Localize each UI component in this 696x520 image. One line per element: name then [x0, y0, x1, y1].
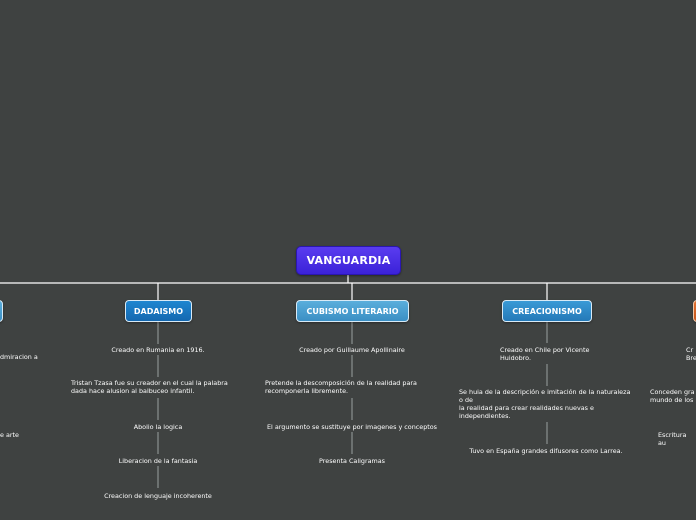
- leaf-dadaismo-3[interactable]: Abolio la logica: [133, 423, 183, 431]
- leaf-creacionismo-2[interactable]: Se huia de la descripción e imitación de…: [459, 388, 631, 420]
- root-label: VANGUARDIA: [306, 254, 391, 267]
- branch-label: CUBISMO LITERARIO: [306, 306, 399, 316]
- branch-node-cubismo-literario[interactable]: CUBISMO LITERARIO: [296, 300, 409, 322]
- leaf-cubismo-4[interactable]: Presenta Caligramas: [319, 457, 385, 465]
- leaf-right-partial-3[interactable]: Escritura au: [658, 431, 687, 447]
- leaf-creacionismo-1[interactable]: Creado en Chile por Vicente Huidobro.: [500, 346, 590, 362]
- leaf-dadaismo-2[interactable]: Tristan Tzasa fue su creador en el cual …: [71, 379, 228, 395]
- leaf-dadaismo-1[interactable]: Creado en Rumania en 1916.: [111, 346, 205, 354]
- leaf-left-partial-1[interactable]: dmiracion a: [0, 353, 38, 361]
- root-node-vanguardia[interactable]: VANGUARDIA: [296, 246, 401, 275]
- branch-node-dadaismo[interactable]: DADAISMO: [125, 300, 192, 322]
- leaf-creacionismo-3[interactable]: Tuvo en España grandes difusores como La…: [469, 447, 623, 455]
- leaf-cubismo-3[interactable]: El argumento se sustituye por imagenes y…: [266, 423, 438, 431]
- leaf-dadaismo-4[interactable]: Liberacion de la fantasia: [118, 457, 198, 465]
- leaf-cubismo-2[interactable]: Pretende la descomposición de la realida…: [265, 379, 417, 395]
- branch-label: DADAISMO: [133, 306, 184, 316]
- leaf-left-partial-2[interactable]: e arte: [0, 431, 19, 439]
- leaf-right-partial-1[interactable]: Cr Bre: [686, 346, 696, 362]
- leaf-cubismo-1[interactable]: Creado por Guillaume Apollinaire: [299, 346, 405, 354]
- leaf-dadaismo-5[interactable]: Creacion de lenguaje incoherente: [104, 492, 212, 500]
- branch-label: CREACIONISMO: [512, 306, 582, 316]
- branch-node-left-partial[interactable]: [0, 300, 3, 322]
- branch-node-right-partial[interactable]: [693, 300, 696, 322]
- leaf-right-partial-2[interactable]: Conceden gra mundo de los: [650, 388, 695, 404]
- branch-node-creacionismo[interactable]: CREACIONISMO: [502, 300, 592, 322]
